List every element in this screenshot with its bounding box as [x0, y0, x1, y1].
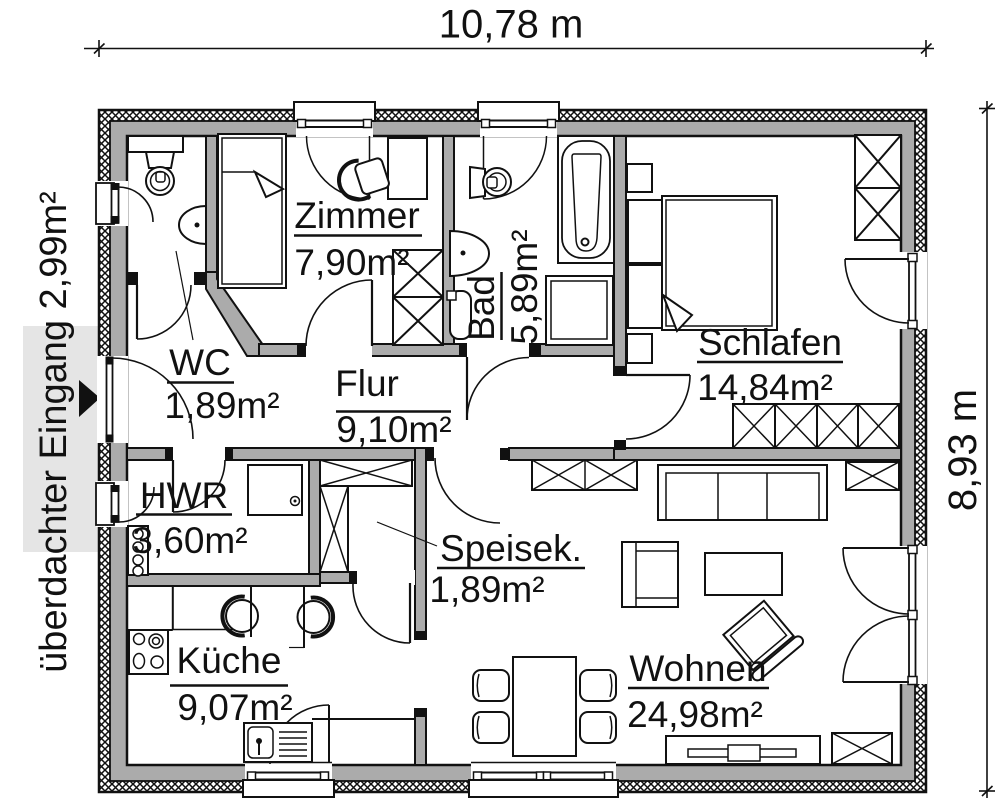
- svg-text:Zimmer: Zimmer: [294, 195, 419, 236]
- svg-text:8,93 m: 8,93 m: [941, 389, 985, 511]
- svg-text:WC: WC: [169, 342, 231, 383]
- svg-text:überdachter Eingang 2,99m²: überdachter Eingang 2,99m²: [33, 191, 75, 673]
- svg-text:3,60m²: 3,60m²: [132, 520, 247, 561]
- svg-text:Speisek.: Speisek.: [440, 528, 582, 569]
- svg-text:HWR: HWR: [140, 475, 228, 516]
- svg-text:7,90m²: 7,90m²: [294, 242, 409, 283]
- svg-text:9,10m²: 9,10m²: [336, 409, 451, 450]
- svg-text:Bad: Bad: [461, 275, 502, 341]
- svg-text:1,89m²: 1,89m²: [429, 569, 544, 610]
- svg-text:1,89m²: 1,89m²: [164, 385, 279, 426]
- svg-text:24,98m²: 24,98m²: [627, 694, 763, 735]
- svg-text:Wohnen: Wohnen: [629, 648, 766, 689]
- svg-text:10,78 m: 10,78 m: [439, 3, 584, 47]
- svg-text:14,84m²: 14,84m²: [697, 367, 833, 408]
- svg-text:5,89m²: 5,89m²: [504, 229, 545, 344]
- svg-text:Küche: Küche: [177, 640, 282, 681]
- svg-text:Flur: Flur: [335, 363, 399, 404]
- svg-text:9,07m²: 9,07m²: [177, 687, 292, 728]
- svg-text:Schlafen: Schlafen: [698, 322, 842, 363]
